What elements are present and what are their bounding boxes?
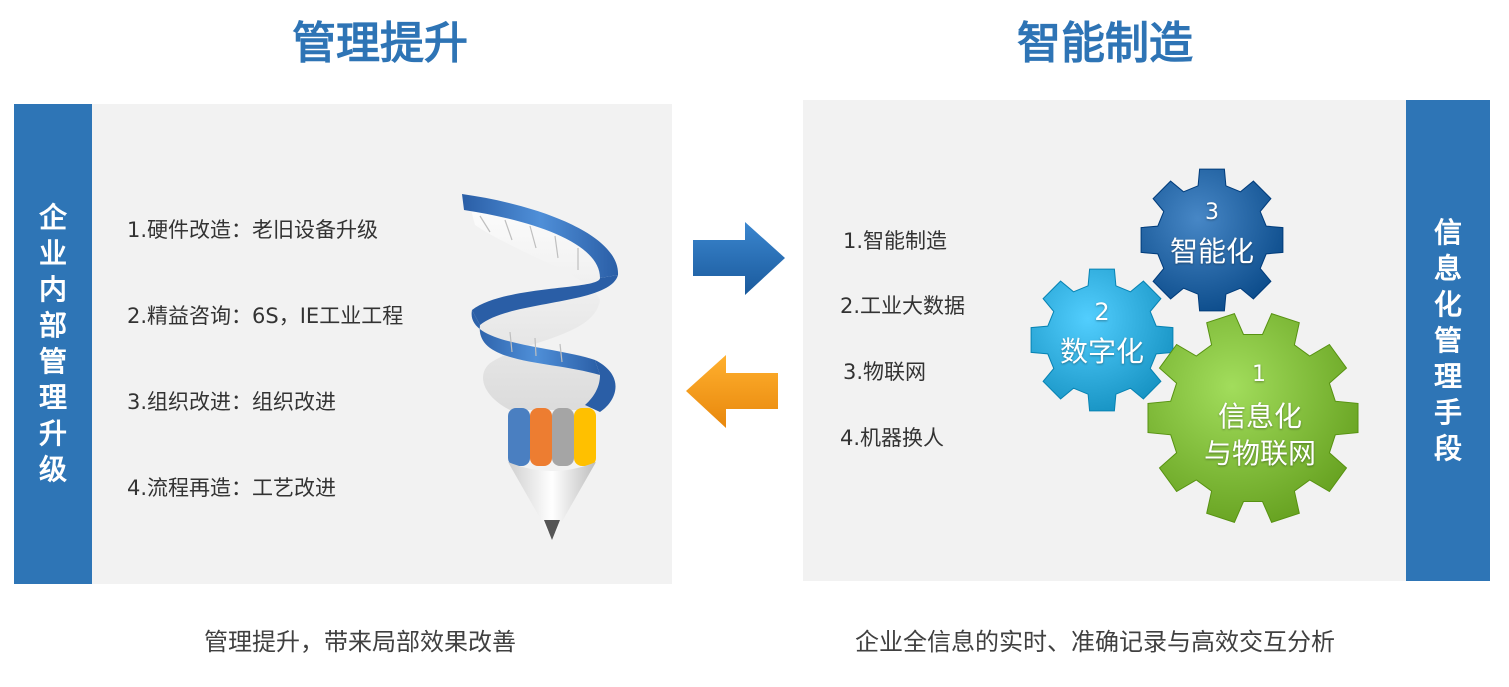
arrow-left-icon [686, 355, 778, 428]
left-list-item: 2.精益咨询：6S，IE工业工程 [127, 304, 404, 328]
gear-1-number: 1 [1252, 362, 1266, 387]
left-side-label: 企业内部管理升级 [38, 201, 67, 486]
right-heading: 智能制造 [1017, 18, 1193, 69]
gear-digital-icon [1030, 268, 1174, 412]
right-side-bar: 信息化管理手段 [1406, 100, 1490, 581]
left-side-bar: 企业内部管理升级 [14, 104, 92, 584]
left-list-item: 1.硬件改造：老旧设备升级 [127, 218, 379, 242]
left-list-item: 4.流程再造：工艺改进 [127, 476, 337, 500]
right-list-item: 1.智能制造 [843, 229, 948, 253]
right-side-label: 信息化管理手段 [1433, 215, 1462, 465]
left-list-item: 3.组织改进：组织改进 [127, 390, 337, 414]
gear-2-label: 数字化 [1059, 335, 1144, 368]
right-list-item: 4.机器换人 [840, 426, 945, 450]
gear-1-label-line2: 与物联网 [1203, 437, 1316, 470]
gear-3-number: 3 [1205, 200, 1219, 225]
arrow-right-icon [693, 222, 785, 295]
right-caption: 企业全信息的实时、准确记录与高效交互分析 [855, 628, 1335, 656]
gear-informatization-icon [1147, 312, 1359, 524]
gear-intelligent-icon [1140, 168, 1284, 312]
spiral-pencil-icon [462, 194, 619, 540]
gear-2-number: 2 [1094, 298, 1110, 326]
left-heading: 管理提升 [292, 18, 468, 69]
right-list-item: 2.工业大数据 [840, 294, 966, 318]
right-list-item: 3.物联网 [843, 360, 927, 384]
gear-body [1140, 168, 1284, 312]
gear-body [1147, 312, 1359, 524]
gear-body [1030, 268, 1174, 412]
gear-3-label: 智能化 [1169, 235, 1254, 268]
gear-1-label: 信息化 [1217, 400, 1302, 433]
left-caption: 管理提升，带来局部效果改善 [204, 628, 516, 656]
